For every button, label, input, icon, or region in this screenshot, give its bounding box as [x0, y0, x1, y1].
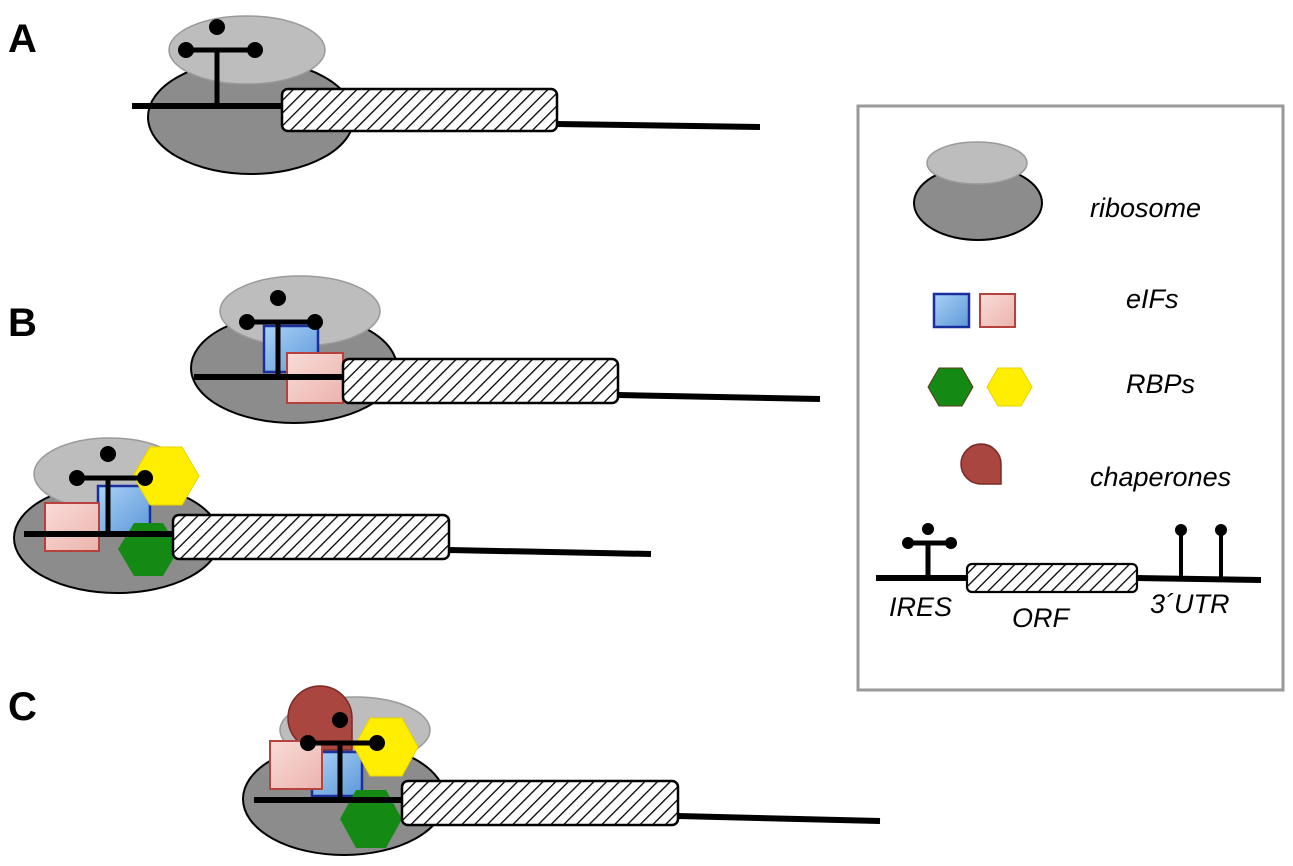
panel-b: B [8, 275, 821, 594]
ires-loop [332, 712, 348, 728]
legend-label-chaperones: chaperones [1090, 462, 1231, 492]
panel-b-label: B [8, 301, 37, 345]
eif-pink [269, 740, 323, 790]
eif-pink [44, 502, 100, 552]
mrna-a [132, 19, 761, 133]
legend-eif-blue [932, 292, 971, 329]
legend-label-3utr: 3´UTR [1150, 589, 1230, 619]
panel-c-label: C [8, 685, 37, 729]
legend-label-eifs: eIFs [1126, 284, 1179, 314]
orf-box [280, 87, 559, 133]
ires-loop [270, 290, 286, 306]
ires-loop [137, 470, 153, 486]
rbp-yellow-hexagon [132, 446, 200, 506]
orf-box [171, 513, 451, 561]
complex-b-upper [190, 275, 821, 424]
orf-box [341, 357, 620, 405]
panel-a: A [8, 15, 761, 175]
rbp-yellow-hexagon [353, 717, 419, 777]
ires-loop [239, 314, 255, 330]
ires-loop [300, 735, 316, 751]
mrna-3utr-line [617, 392, 821, 402]
legend-label-orf: ORF [1012, 603, 1071, 633]
legend-mrna-symbol [876, 523, 1262, 594]
legend-rbp-yellow [986, 367, 1033, 407]
legend-ribosome-symbol [913, 141, 1043, 241]
legend-chaperone [960, 443, 1002, 485]
legend-label-ires: IRES [889, 592, 952, 622]
ires-loop [69, 470, 85, 486]
legend-eif-pink [979, 293, 1016, 328]
orf-box [400, 779, 680, 827]
rbp-green-hexagon [340, 790, 402, 848]
mrna-3utr-line [677, 813, 881, 824]
ires-loop [369, 735, 385, 751]
mrna-3utr-line [556, 121, 761, 130]
panel-c: C [8, 685, 881, 856]
complex-b-lower [13, 437, 652, 594]
legend-rbp-green [927, 367, 974, 407]
ires-loop [100, 446, 116, 462]
legend-label-ribosome: ribosome [1090, 193, 1201, 223]
ires-loop [307, 314, 323, 330]
panel-a-label: A [8, 17, 37, 61]
legend: ribosome eIFs RBPs chaperones IRES OR [856, 104, 1285, 692]
legend-label-rbps: RBPs [1126, 369, 1195, 399]
mrna-3utr-line [448, 547, 652, 557]
ires-loop [247, 42, 263, 58]
ires-loop [209, 19, 225, 35]
complex-c [242, 685, 881, 856]
ires-loop [178, 42, 194, 58]
